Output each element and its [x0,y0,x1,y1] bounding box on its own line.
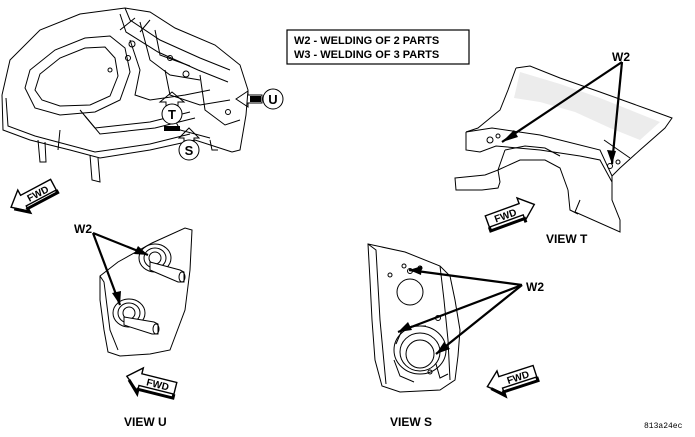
legend-w2: W2 - WELDING OF 2 PARTS [294,35,439,47]
main-assembly-drawing [1,7,249,183]
view-u-title: VIEW U [124,415,167,429]
callout-u-letter: U [268,92,277,107]
callout-u: U [235,88,284,110]
fwd-arrow-view-s: FWD [486,364,540,399]
legend-box: W2 - WELDING OF 2 PARTS W3 - WELDING OF … [286,29,470,65]
callout-t: T [158,91,186,131]
callout-s-letter: S [185,143,194,158]
view-u-weld-leaders [91,231,149,306]
view-t-w2-label: W2 [612,50,630,64]
callout-s: S [177,127,201,161]
view-s-weld-leaders [397,266,523,355]
view-t-title: VIEW T [546,232,588,246]
view-s-w2-label: W2 [526,280,544,294]
view-t-drawing [454,65,673,233]
legend-w3: W3 - WELDING OF 3 PARTS [294,49,439,61]
view-u-drawing [99,227,193,357]
figure-id: 813a24ec [644,422,683,431]
callout-t-letter: T [168,107,176,122]
view-t-weld-leaders [501,61,624,165]
view-s-title: VIEW S [390,415,432,429]
fwd-arrow-view-t: FWD [484,196,536,233]
fwd-arrow-view-u: FWD [125,366,178,400]
fwd-arrow-view-u-label: FWD [145,377,170,393]
view-s-drawing [367,243,461,393]
view-u-w2-label: W2 [74,222,92,236]
fwd-arrow-main: FWD [10,178,60,215]
